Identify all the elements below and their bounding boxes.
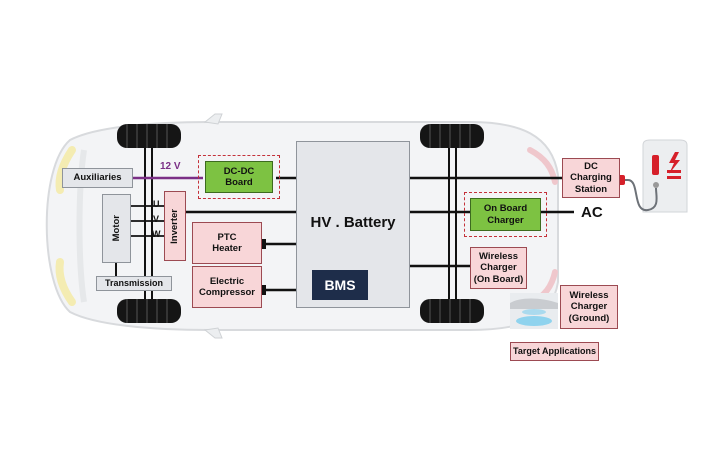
bms-label: BMS <box>324 276 356 293</box>
wireless-charger-ground-label: Wireless Charger (Ground) <box>568 289 610 324</box>
on-board-charger-box: On Board Charger <box>470 198 541 231</box>
target-applications-label: Target Applications <box>512 346 596 357</box>
ac-label: AC <box>581 204 603 221</box>
dcdc-highlight <box>198 155 280 199</box>
wireless-charger-ground-box: Wireless Charger (Ground) <box>560 285 618 329</box>
electric-compressor-box: Electric Compressor <box>192 266 262 308</box>
phase-w-label: W <box>152 229 161 239</box>
ptc-heater-label: PTC Heater <box>212 231 242 254</box>
ptc-heater-box: PTC Heater <box>192 222 262 264</box>
motor-box: Motor <box>102 194 131 263</box>
inverter-box: Inverter <box>164 191 186 261</box>
dc-charging-station-label: DC Charging Station <box>570 160 612 195</box>
auxiliaries-label: Auxiliaries <box>73 172 122 184</box>
on-board-charger-label: On Board Charger <box>483 203 528 226</box>
wireless-charger-onboard-label: Wireless Charger (On Board) <box>473 250 524 285</box>
dc-charging-station-box: DC Charging Station <box>562 158 620 198</box>
transmission-box: Transmission <box>96 276 172 291</box>
dcdc-board-label: DC-DC Board <box>223 165 255 188</box>
charging-station-graphic <box>617 139 688 213</box>
hv-battery-label: HV . Battery <box>310 214 396 231</box>
wheel-front-bottom <box>117 299 181 323</box>
motor-label: Motor <box>110 215 122 242</box>
auxiliaries-box: Auxiliaries <box>62 168 133 188</box>
wheel-rear-bottom <box>420 299 484 323</box>
transmission-label: Transmission <box>104 278 164 289</box>
electric-compressor-label: Electric Compressor <box>199 275 255 298</box>
inverter-label: Inverter <box>169 208 181 244</box>
wheel-rear-top <box>420 124 484 148</box>
wheel-front-top <box>117 124 181 148</box>
phase-v-label: V <box>153 214 160 224</box>
target-applications-legend: Target Applications <box>510 342 599 361</box>
wireless-charger-onboard-box: Wireless Charger (On Board) <box>470 247 527 289</box>
bms-box: BMS <box>312 270 368 300</box>
wireless-ground-pad-graphic <box>510 293 558 329</box>
dcdc-board-box: DC-DC Board <box>205 161 273 193</box>
voltage-12v-label: 12 V <box>160 161 181 172</box>
obc-highlight <box>464 192 547 237</box>
phase-u-label: U <box>153 199 160 209</box>
